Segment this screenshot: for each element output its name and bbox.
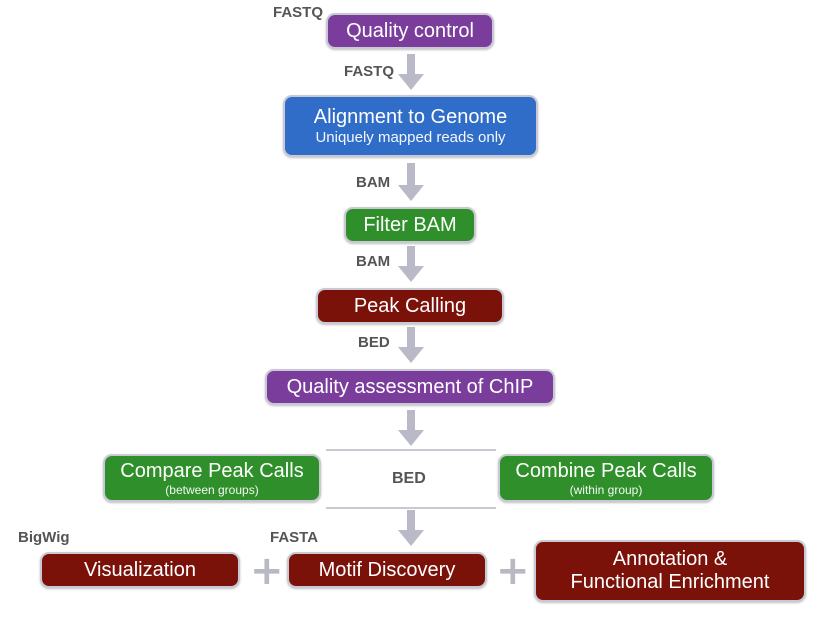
visualization-text: Visualization (84, 558, 196, 581)
visualization-box: Visualization (40, 552, 240, 588)
bed-label: BED (358, 334, 390, 351)
branch-line-bottom (326, 507, 496, 509)
arrow-down-icon (398, 54, 424, 90)
fasta-label: FASTA (270, 529, 319, 546)
filter-bam-text: Filter BAM (363, 213, 457, 236)
quality-assessment-text: Quality assessment of ChIP (286, 375, 534, 398)
arrow-down-icon (398, 510, 424, 546)
plus-icon-1: + (250, 548, 284, 594)
bigwig-label: BigWig (18, 529, 70, 546)
bam-label-2: BAM (356, 253, 391, 270)
alignment-text: Alignment to Genome (313, 105, 508, 128)
annotation-text-line2: Functional Enrichment (570, 571, 770, 593)
arrow-down-icon (398, 327, 424, 363)
plus-icon-2: + (496, 548, 530, 594)
peak-calling-text: Peak Calling (353, 294, 467, 317)
quality-assessment-box: Quality assessment of ChIP (265, 369, 555, 405)
bam-label-1: BAM (356, 174, 391, 191)
fastq-label: FASTQ (344, 63, 395, 80)
motif-discovery-text: Motif Discovery (318, 558, 456, 581)
compare-peak-calls-subtext: (between groups) (165, 482, 259, 497)
compare-peak-calls-box: Compare Peak Calls (between groups) (103, 454, 321, 502)
fastq-label-top: FASTQ (273, 4, 324, 21)
arrow-down-icon (398, 246, 424, 282)
compare-peak-calls-text: Compare Peak Calls (120, 459, 304, 482)
combine-peak-calls-subtext: (within group) (569, 482, 643, 497)
quality-control-text: Quality control (346, 19, 474, 42)
peak-calling-box: Peak Calling (316, 288, 504, 324)
quality-control-box: Quality control (326, 13, 494, 49)
arrow-down-icon (398, 410, 424, 446)
bed-center-label: BED (392, 470, 426, 487)
filter-bam-box: Filter BAM (344, 207, 476, 243)
annotation-box: Annotation & Functional Enrichment (534, 540, 806, 602)
combine-peak-calls-text: Combine Peak Calls (515, 459, 697, 482)
alignment-box: Alignment to Genome Uniquely mapped read… (283, 95, 538, 157)
branch-line-top (326, 449, 496, 451)
motif-discovery-box: Motif Discovery (287, 552, 487, 588)
arrow-down-icon (398, 163, 424, 201)
alignment-subtext: Uniquely mapped reads only (315, 128, 506, 146)
annotation-text-line1: Annotation & (612, 548, 728, 570)
combine-peak-calls-box: Combine Peak Calls (within group) (498, 454, 714, 502)
